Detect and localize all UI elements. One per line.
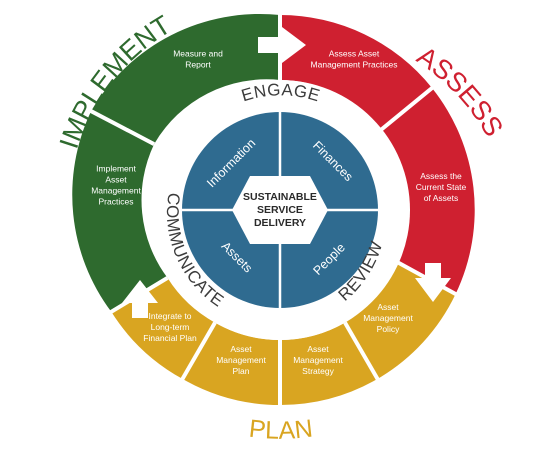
segment-strategy <box>280 322 378 405</box>
center-line-2: SERVICE <box>257 204 303 216</box>
center-hexagon <box>232 176 328 244</box>
segment-text-line: Asset <box>307 344 329 354</box>
segment-text-line: Asset <box>105 175 127 185</box>
center-line-1: SUSTAINABLE <box>243 191 317 203</box>
segment-text-line: Integrate to <box>148 311 191 321</box>
arrow-up-icon <box>122 280 158 318</box>
segment-assess-practices <box>280 15 432 130</box>
segment-text-line: Management <box>91 186 141 196</box>
segment-text-line: Assess the <box>420 171 462 181</box>
segment-plan <box>182 322 280 405</box>
arrow-right-icon <box>258 27 306 63</box>
segment-text-line: Policy <box>377 324 400 334</box>
segment-text-line: Plan <box>232 366 249 376</box>
segment-text-line: Management <box>216 355 266 365</box>
segment-text-line: of Assets <box>424 193 459 203</box>
segment-text-line: Practices <box>99 197 134 207</box>
segment-measure-report <box>91 13 280 145</box>
segment-text-line: Report <box>185 60 211 70</box>
segment-text-line: Strategy <box>302 366 334 376</box>
segment-text-line: Assess Asset <box>329 49 380 59</box>
segment-text-line: Measure and <box>173 49 223 59</box>
segment-text-line: Long-term <box>151 322 190 332</box>
label-plan: PLAN <box>248 415 315 445</box>
segment-text-line: Management Practices <box>311 60 398 70</box>
segment-text-line: Asset <box>377 302 399 312</box>
segment-implement-practices <box>72 111 168 312</box>
segment-text-line: Financial Plan <box>143 333 197 343</box>
flow-arrows <box>122 27 451 318</box>
segment-text-line: Management <box>293 355 343 365</box>
segment-text-line: Implement <box>96 164 136 174</box>
arrow-down-icon <box>415 263 451 302</box>
segment-text-line: Management <box>363 313 413 323</box>
segment-text-line: Asset <box>230 344 252 354</box>
segment-text-line: Current State <box>416 182 467 192</box>
center-line-3: DELIVERY <box>254 217 306 229</box>
